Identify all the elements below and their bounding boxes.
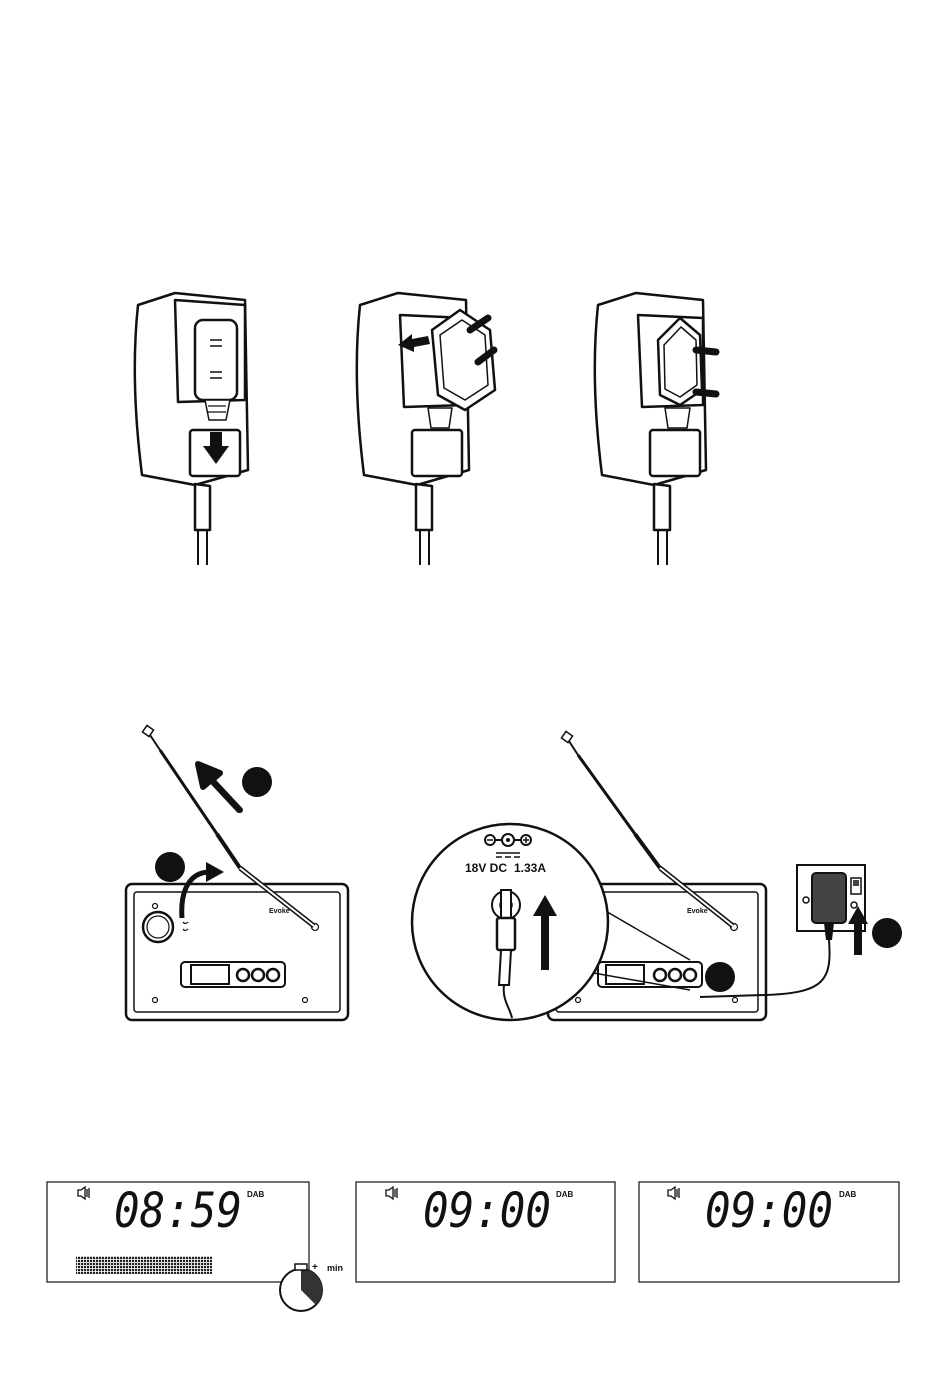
step-marker-3 bbox=[705, 962, 735, 992]
display-time-1: 08:59 bbox=[114, 1183, 242, 1239]
display-time-2: 09:00 bbox=[423, 1183, 551, 1239]
arrow-up-left-icon bbox=[198, 764, 240, 810]
step-marker-4 bbox=[872, 918, 902, 948]
display-source-3: DAB bbox=[839, 1190, 857, 1199]
display-time-3: 09:00 bbox=[705, 1183, 833, 1239]
radio-brand-right: Evoke bbox=[687, 908, 708, 915]
adapter-step-1 bbox=[135, 293, 248, 565]
timer-plus: + bbox=[312, 1262, 318, 1273]
step-marker-1 bbox=[242, 767, 272, 797]
radio-rear-left bbox=[126, 884, 348, 1020]
adapter-step-2 bbox=[357, 293, 495, 565]
psu-voltage-label: 18V DC bbox=[465, 861, 507, 875]
display-source-2: DAB bbox=[556, 1190, 574, 1199]
radio-brand-left: Evoke bbox=[269, 908, 290, 915]
step-marker-2 bbox=[155, 852, 185, 882]
timer-unit: min bbox=[327, 1263, 343, 1273]
adapter-step-3 bbox=[595, 293, 706, 565]
psu-current-label: 1.33A bbox=[514, 861, 546, 875]
display-source-1: DAB bbox=[247, 1190, 265, 1199]
